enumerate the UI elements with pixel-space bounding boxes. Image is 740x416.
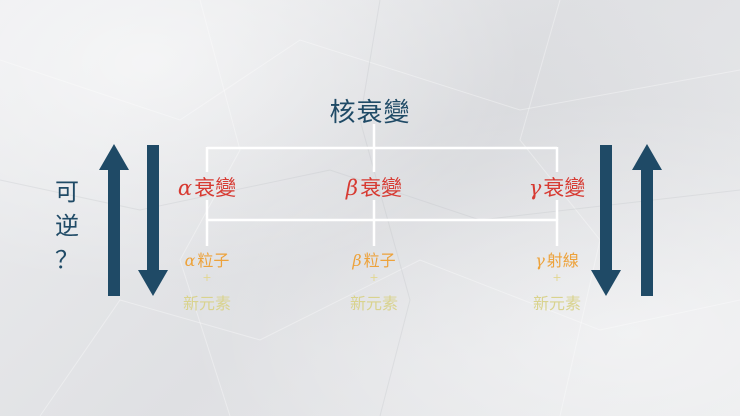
reversible-label-char-3: ？: [55, 246, 79, 274]
alpha-product-text: 粒子: [197, 251, 230, 270]
gamma-product-text: 射線: [546, 251, 579, 270]
beta-product-symbol: β: [352, 251, 362, 270]
gamma-decay-text: 衰變: [543, 176, 586, 200]
arrow-up-icon: [99, 144, 129, 296]
beta-new-element: 新元素: [349, 294, 398, 313]
alpha-decay-label: α衰變: [147, 172, 267, 202]
beta-product-text: 粒子: [363, 251, 396, 270]
beta-symbol: β: [345, 176, 359, 200]
alpha-product-symbol: α: [184, 251, 196, 270]
gamma-new-element: 新元素: [532, 294, 581, 313]
alpha-decay-text: 衰變: [194, 176, 237, 200]
beta-decay-text: 衰變: [360, 176, 403, 200]
alpha-symbol: α: [177, 176, 193, 200]
arrow-down-icon: [138, 145, 168, 296]
diagram-title: 核衰變: [329, 98, 411, 128]
reversible-label-char-1: 可: [55, 178, 79, 206]
arrow-up-icon: [632, 144, 662, 296]
gamma-symbol: γ: [528, 176, 542, 200]
gamma-plus: +: [552, 271, 562, 284]
arrow-down-icon: [591, 145, 621, 296]
gamma-product-symbol: γ: [535, 251, 545, 270]
alpha-new-element: 新元素: [182, 294, 231, 313]
gamma-decay-label: γ衰變: [497, 172, 617, 202]
beta-decay-label: β衰變: [314, 172, 434, 202]
beta-plus: +: [369, 271, 379, 284]
reversible-label-char-2: 逆: [55, 212, 79, 240]
alpha-plus: +: [202, 271, 212, 284]
